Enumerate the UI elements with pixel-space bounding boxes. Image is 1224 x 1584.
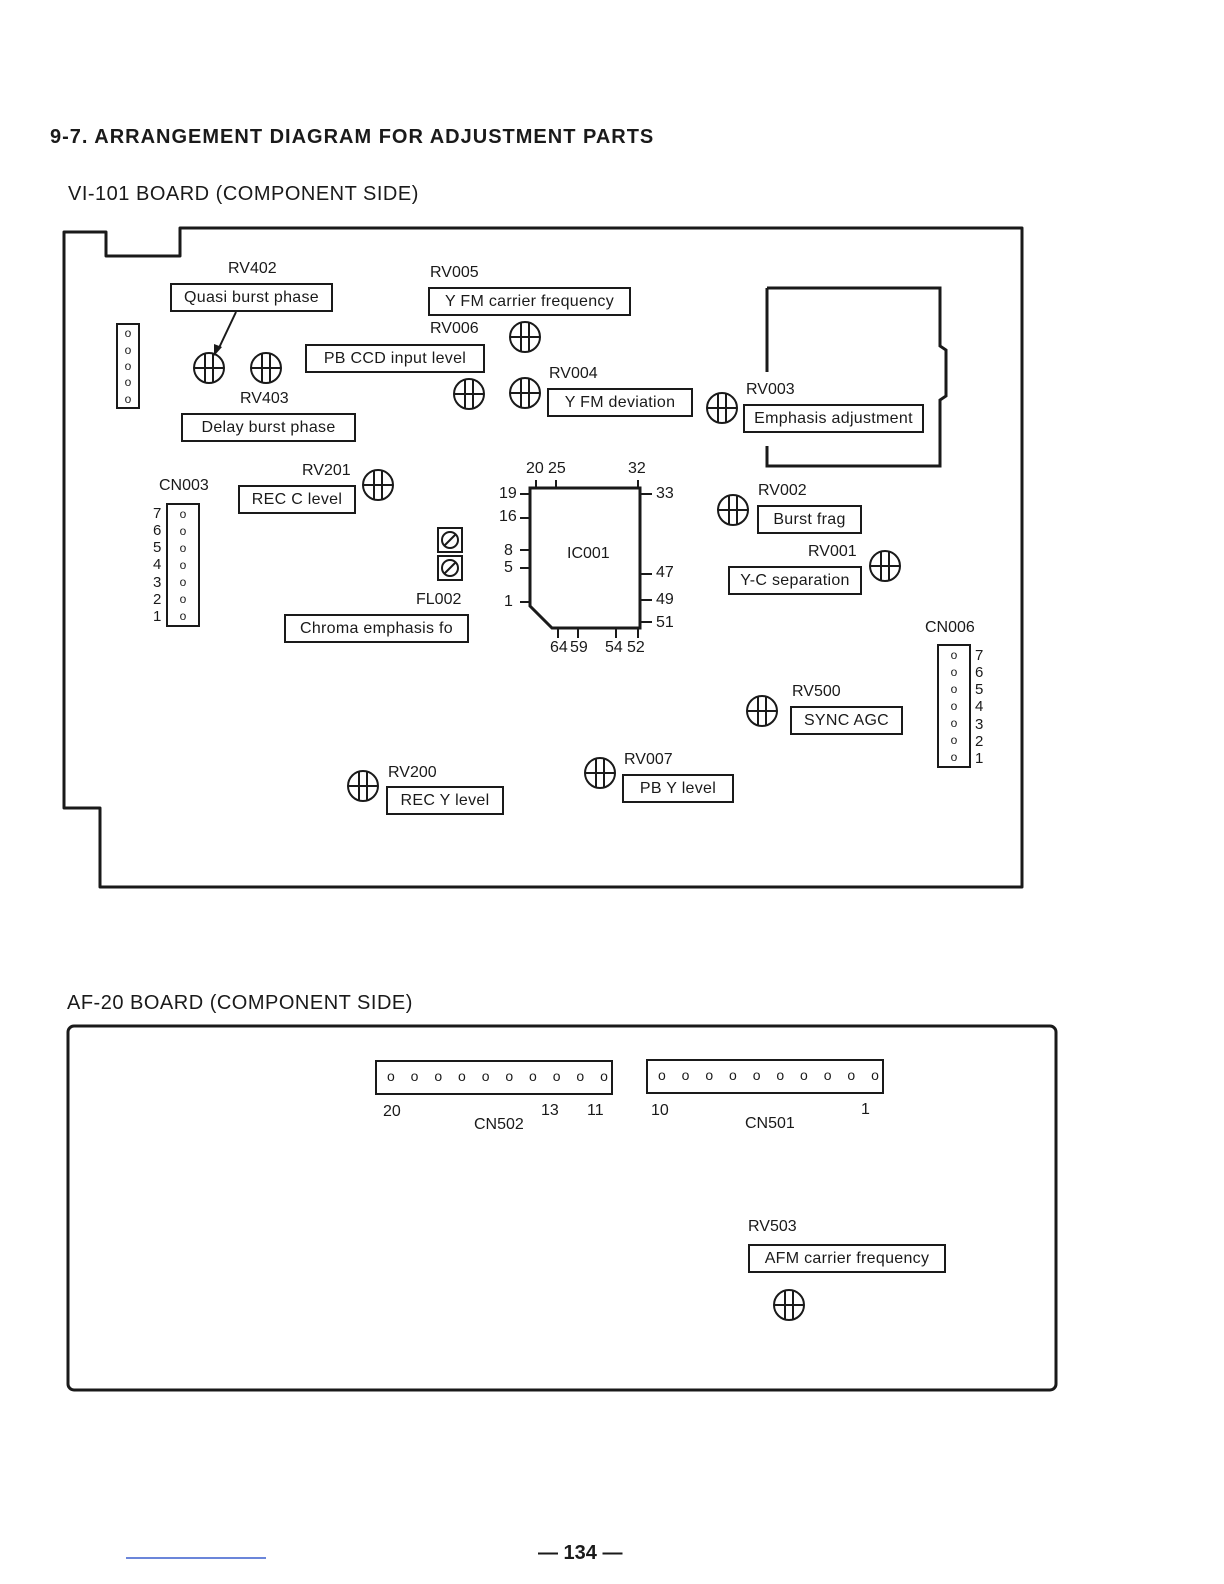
ic001-pin-1: 1 [504, 593, 513, 610]
potentiometer-icon [193, 352, 225, 384]
ic001-pin-25: 25 [548, 460, 566, 477]
rv503-ref: RV503 [748, 1218, 797, 1235]
potentiometer-icon [584, 757, 616, 789]
rv201-label: REC C level [238, 485, 356, 514]
ic001-pin-5: 5 [504, 559, 513, 576]
rv002-ref: RV002 [758, 482, 807, 499]
fl002-label: Chroma emphasis fo [284, 614, 469, 643]
rv004-label: Y FM deviation [547, 388, 693, 417]
rv403-label: Delay burst phase [181, 413, 356, 442]
ic001-pin-32: 32 [628, 460, 646, 477]
rv402-label: Quasi burst phase [170, 283, 333, 312]
cn501-pins: o o o o o o o o o o [658, 1067, 885, 1083]
rv500-label: SYNC AGC [790, 706, 903, 735]
cn502-pin-20: 20 [383, 1103, 401, 1120]
ic001-pin-47: 47 [656, 564, 674, 581]
cn502-pin-13: 13 [541, 1102, 559, 1119]
potentiometer-icon [773, 1289, 805, 1321]
potentiometer-icon [869, 550, 901, 582]
ic001-pin-49: 49 [656, 591, 674, 608]
potentiometer-icon [250, 352, 282, 384]
rv001-label: Y-C separation [728, 566, 862, 595]
rv005-label: Y FM carrier frequency [428, 287, 631, 316]
page-title: 9-7. ARRANGEMENT DIAGRAM FOR ADJUSTMENT … [50, 126, 655, 148]
ic001-pin-51: 51 [656, 614, 674, 631]
rv007-ref: RV007 [624, 751, 673, 768]
ic001-pin-59: 59 [570, 639, 588, 656]
potentiometer-icon [453, 378, 485, 410]
page-number: — 134 — [538, 1542, 623, 1564]
rv007-label: PB Y level [622, 774, 734, 803]
fl002-ref: FL002 [416, 591, 462, 608]
rv200-ref: RV200 [388, 764, 437, 781]
rv002-label: Burst frag [757, 505, 862, 534]
rv201-ref: RV201 [302, 462, 351, 479]
ic001-pin-19: 19 [499, 485, 517, 502]
rv006-ref: RV006 [430, 320, 479, 337]
ic001-pin-8: 8 [504, 542, 513, 559]
ic001-pin-33: 33 [656, 485, 674, 502]
rv403-ref: RV403 [240, 390, 289, 407]
potentiometer-icon [706, 392, 738, 424]
rv003-label: Emphasis adjustment [743, 404, 924, 433]
ic001-pin-52: 52 [627, 639, 645, 656]
rv001-ref: RV001 [808, 543, 857, 560]
rv006-label: PB CCD input level [305, 344, 485, 373]
potentiometer-icon [717, 494, 749, 526]
cn502-ref: CN502 [474, 1116, 524, 1133]
ic001-pin-64: 64 [550, 639, 568, 656]
rv402-ref: RV402 [228, 260, 277, 277]
rv500-ref: RV500 [792, 683, 841, 700]
ic001-pin-54: 54 [605, 639, 623, 656]
rv003-ref: RV003 [746, 381, 795, 398]
ic001-pin-16: 16 [499, 508, 517, 525]
rv200-label: REC Y level [386, 786, 504, 815]
potentiometer-icon [509, 321, 541, 353]
potentiometer-icon [362, 469, 394, 501]
potentiometer-icon [746, 695, 778, 727]
ic001-ref: IC001 [567, 545, 610, 562]
cn502-pins: o o o o o o o o o o [387, 1068, 614, 1084]
cn006-ref: CN006 [925, 619, 975, 636]
potentiometer-icon [347, 770, 379, 802]
rv503-label: AFM carrier frequency [748, 1244, 946, 1273]
cn501-pin-1: 1 [861, 1101, 870, 1118]
af20-heading: AF-20 BOARD (COMPONENT SIDE) [67, 992, 413, 1014]
cn501-ref: CN501 [745, 1115, 795, 1132]
rv004-ref: RV004 [549, 365, 598, 382]
cn501-pin-10: 10 [651, 1102, 669, 1119]
cn003-ref: CN003 [159, 477, 209, 494]
rv005-ref: RV005 [430, 264, 479, 281]
ic001-pin-20: 20 [526, 460, 544, 477]
potentiometer-icon [509, 377, 541, 409]
cn502-pin-11: 11 [587, 1102, 604, 1119]
vi101-heading: VI-101 BOARD (COMPONENT SIDE) [68, 183, 419, 205]
